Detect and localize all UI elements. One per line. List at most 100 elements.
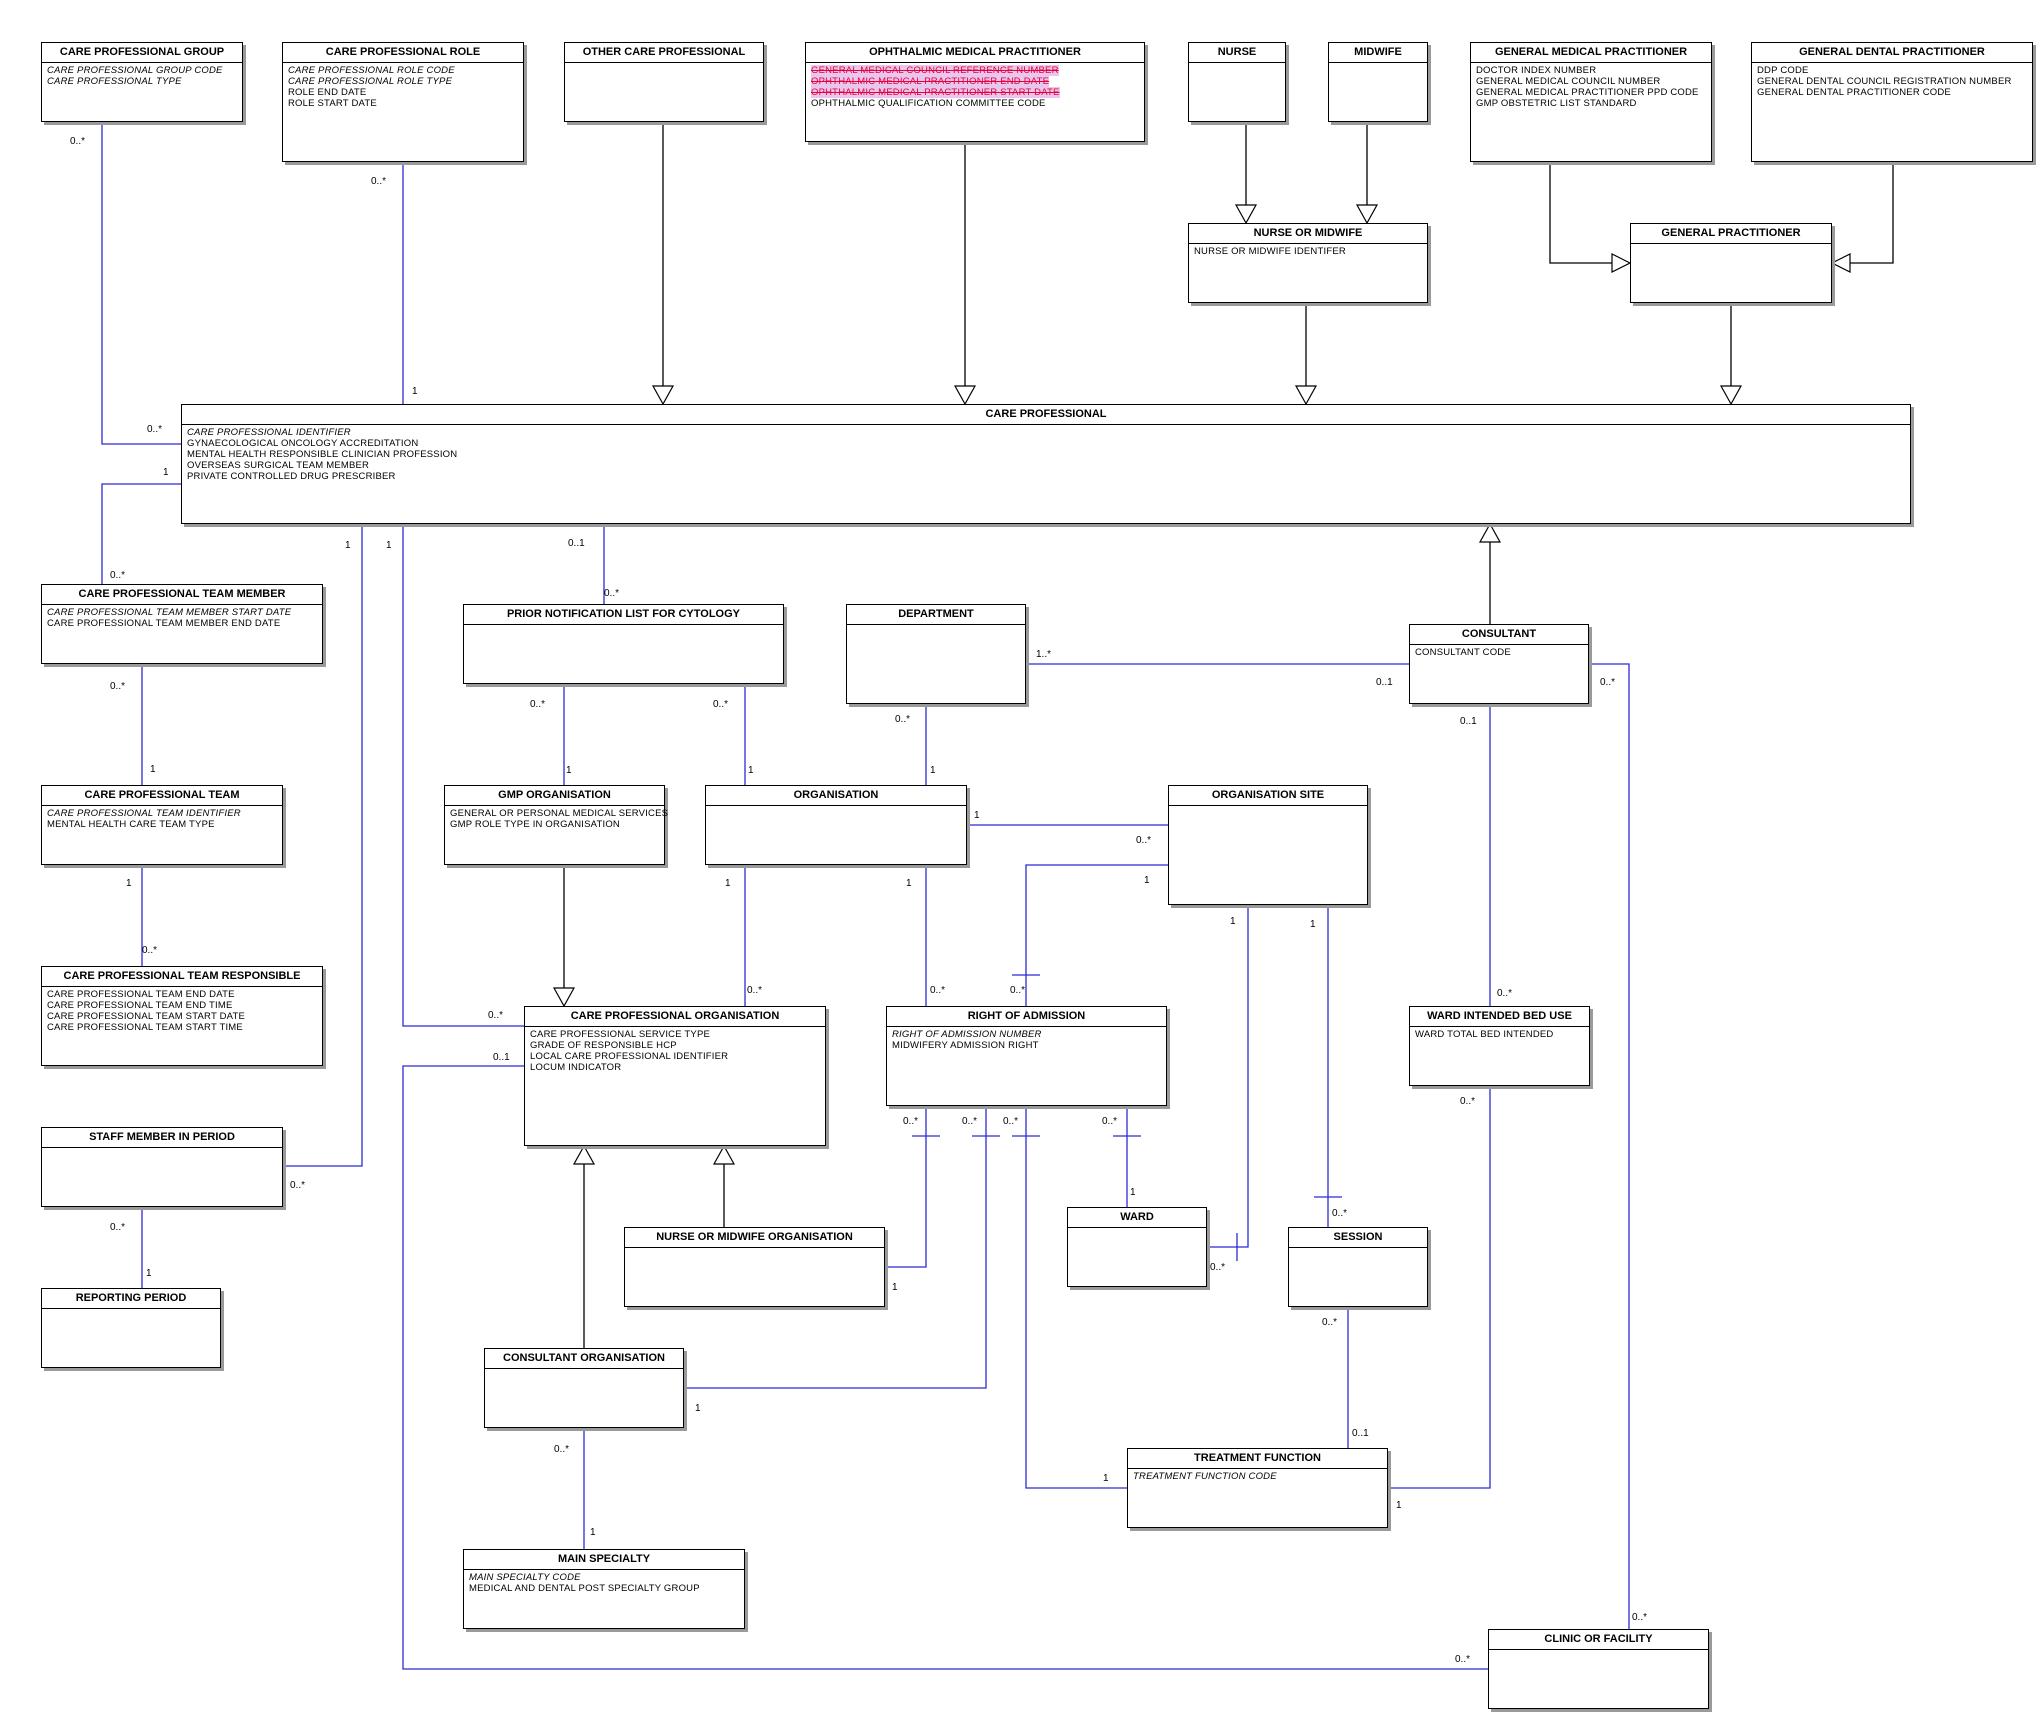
mult-cpg-group: 0..*: [70, 136, 86, 147]
attribute-list: [1631, 244, 1831, 248]
attribute: MEDICAL AND DENTAL POST SPECIALTY GROUP: [469, 1583, 739, 1594]
mult-dept-cons-1: 1..*: [1036, 649, 1052, 660]
retired-attribute: GENERAL MEDICAL COUNCIL REFERENCE NUMBER: [811, 65, 1139, 76]
mult-roa-tf-2: 1: [1103, 1473, 1109, 1484]
attribute-text: OVERSEAS SURGICAL TEAM MEMBER: [187, 460, 370, 471]
attribute: OPHTHALMIC QUALIFICATION COMMITTEE CODE: [811, 98, 1139, 109]
mult-roa-ward-1: 0..*: [1102, 1116, 1118, 1127]
attribute-text: CARE PROFESSIONAL TEAM START TIME: [47, 1022, 243, 1033]
mult-team-resp-1: 1: [126, 878, 132, 889]
attribute-text: GMP OBSTETRIC LIST STANDARD: [1476, 98, 1637, 109]
mult-org-cpo-2: 0..*: [747, 985, 763, 996]
mult-cp-prior-1: 0..1: [568, 538, 585, 549]
generalization-line: [1549, 162, 1612, 264]
key-attribute: CARE PROFESSIONAL IDENTIFIER: [187, 427, 1905, 438]
entity-nurse[interactable]: NURSE: [1188, 42, 1286, 122]
entity-session[interactable]: SESSION: [1288, 1227, 1428, 1307]
attribute-text: CARE PROFESSIONAL GROUP CODE: [47, 65, 223, 76]
entity-consultant-organisation[interactable]: CONSULTANT ORGANISATION: [484, 1348, 684, 1428]
attribute-text: MENTAL HEALTH RESPONSIBLE CLINICIAN PROF…: [187, 449, 458, 460]
attribute-text: OPHTHALMIC QUALIFICATION COMMITTEE CODE: [811, 98, 1046, 109]
attribute: DDP CODE: [1757, 65, 2027, 76]
entity-title: CARE PROFESSIONAL ROLE: [283, 43, 523, 63]
entity-organisation-site[interactable]: ORGANISATION SITE: [1168, 785, 1368, 905]
attribute: NURSE OR MIDWIFE IDENTIFER: [1194, 246, 1422, 257]
entity-reporting-period[interactable]: REPORTING PERIOD: [41, 1288, 221, 1368]
association-line: [1207, 905, 1249, 1248]
entity-staff-member-in-period[interactable]: STAFF MEMBER IN PERIOD: [41, 1127, 283, 1207]
mult-roa-co-1: 0..*: [962, 1116, 978, 1127]
attribute-list: [1169, 806, 1367, 810]
attribute-list: [1068, 1228, 1206, 1232]
entity-general-practitioner[interactable]: GENERAL PRACTITIONER: [1630, 223, 1832, 303]
entity-prior-notification-list-for-cytology[interactable]: PRIOR NOTIFICATION LIST FOR CYTOLOGY: [463, 604, 784, 684]
attribute: ROLE END DATE: [288, 87, 518, 98]
attribute: CARE PROFESSIONAL TEAM START DATE: [47, 1011, 317, 1022]
mult-cons-wibu-2: 0..*: [1497, 988, 1513, 999]
entity-ward[interactable]: WARD: [1067, 1207, 1207, 1287]
attribute-text: LOCAL CARE PROFESSIONAL IDENTIFIER: [530, 1051, 729, 1062]
mult-role-cp: 1: [412, 386, 418, 397]
entity-title: MIDWIFE: [1329, 43, 1427, 63]
entity-title: GMP ORGANISATION: [445, 786, 664, 806]
entity-clinic-or-facility[interactable]: CLINIC OR FACILITY: [1488, 1629, 1709, 1709]
entity-title: GENERAL MEDICAL PRACTITIONER: [1471, 43, 1711, 63]
association-line: [101, 483, 181, 584]
retired-attribute: OPHTHALMIC MEDICAL PRACTITIONER END DATE: [811, 76, 1139, 87]
attribute-list: NURSE OR MIDWIFE IDENTIFER: [1189, 244, 1427, 259]
entity-title: ORGANISATION SITE: [1169, 786, 1367, 806]
entity-midwife[interactable]: MIDWIFE: [1328, 42, 1428, 122]
attribute-text: MENTAL HEALTH CARE TEAM TYPE: [47, 819, 215, 830]
entity-nurse-or-midwife-organisation[interactable]: NURSE OR MIDWIFE ORGANISATION: [624, 1227, 885, 1307]
attribute-text: MEDICAL AND DENTAL POST SPECIALTY GROUP: [469, 1583, 700, 1594]
entity-care-professional-role[interactable]: CARE PROFESSIONAL ROLE CARE PROFESSIONAL …: [282, 42, 524, 162]
entity-title: WARD: [1068, 1208, 1206, 1228]
entity-organisation[interactable]: ORGANISATION: [705, 785, 967, 865]
entity-title: CONSULTANT: [1410, 625, 1588, 645]
attribute-list: [847, 625, 1025, 629]
generalization-arrowhead: [712, 1144, 736, 1165]
mult-staff-rp-1: 0..*: [110, 1222, 126, 1233]
association-line: [684, 1106, 987, 1389]
mult-co-ms-2: 1: [590, 1527, 596, 1538]
entity-title: STAFF MEMBER IN PERIOD: [42, 1128, 282, 1148]
generalization-arrowhead: [572, 1144, 596, 1165]
attribute-text: CARE PROFESSIONAL ROLE CODE: [288, 65, 455, 76]
entity-other-care-professional[interactable]: OTHER CARE PROFESSIONAL: [564, 42, 764, 122]
mult-cp-cpo-1: 1: [386, 540, 392, 551]
mult-session-tf-2: 0..1: [1352, 1428, 1369, 1439]
association-line: [1388, 1086, 1491, 1489]
attribute-list: [42, 1148, 282, 1152]
attribute-list: [485, 1369, 683, 1373]
attribute: MENTAL HEALTH RESPONSIBLE CLINICIAN PROF…: [187, 449, 1905, 460]
attribute-text: MIDWIFERY ADMISSION RIGHT: [892, 1040, 1039, 1051]
attribute: DOCTOR INDEX NUMBER: [1476, 65, 1706, 76]
attribute: GENERAL MEDICAL COUNCIL NUMBER: [1476, 76, 1706, 87]
attribute-text: CARE PROFESSIONAL TEAM END TIME: [47, 1000, 233, 1011]
attribute-list: [464, 625, 783, 629]
mult-co-ms-1: 0..*: [554, 1444, 570, 1455]
mult-site-roa-2: 0..*: [1010, 985, 1026, 996]
generalization-arrowhead: [552, 987, 576, 1008]
entity-department[interactable]: DEPARTMENT: [846, 604, 1026, 704]
mult-roa-nmo-1: 0..*: [903, 1116, 919, 1127]
